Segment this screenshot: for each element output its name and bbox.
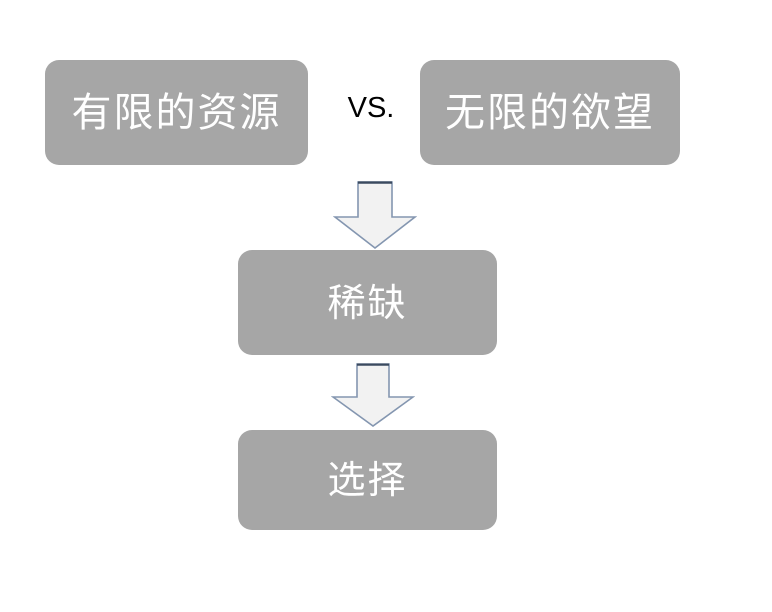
node-choice[interactable]: 选择 [238, 430, 497, 530]
node-limited-resources[interactable]: 有限的资源 [45, 60, 308, 165]
node-choice-label: 选择 [327, 458, 408, 502]
connector-vs-label: VS. [347, 92, 395, 124]
node-scarcity-label: 稀缺 [327, 280, 408, 325]
node-unlimited-desires-label: 无限的欲望 [445, 89, 655, 136]
node-limited-resources-label: 有限的资源 [71, 89, 282, 136]
node-unlimited-desires[interactable]: 无限的欲望 [420, 60, 680, 165]
node-scarcity[interactable]: 稀缺 [238, 250, 497, 355]
down-arrow-icon-scarcity-to-choice [331, 363, 415, 427]
down-arrow-icon-resources-to-scarcity [333, 181, 417, 250]
